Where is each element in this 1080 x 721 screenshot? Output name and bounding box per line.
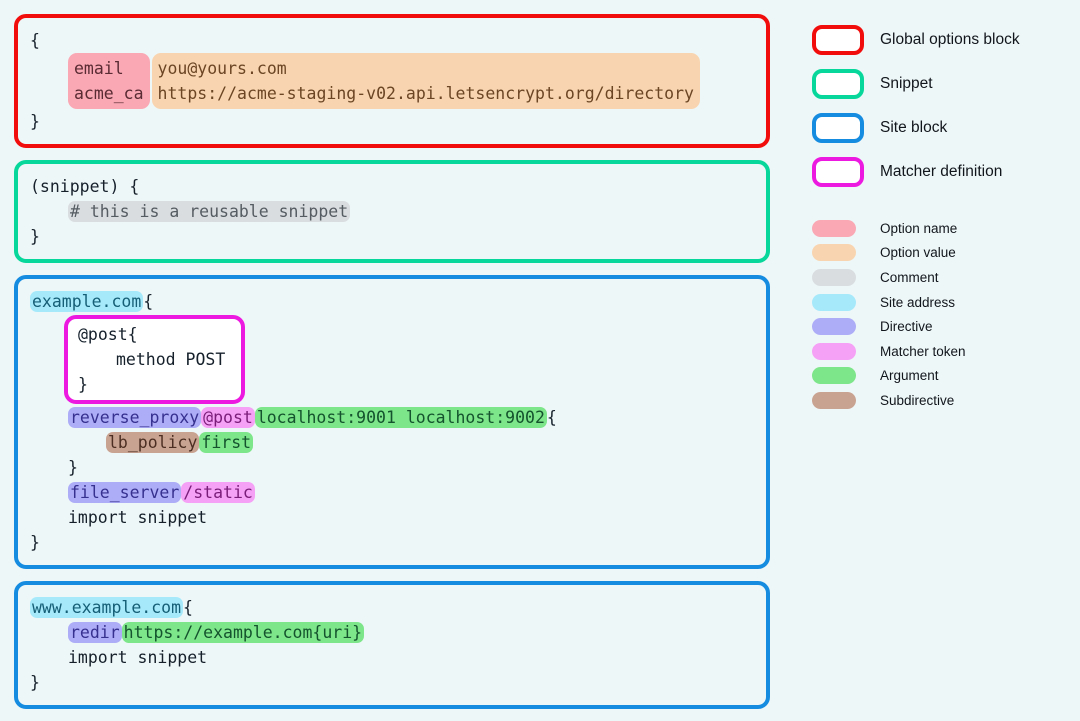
legend-color-label-directive: Directive xyxy=(880,319,933,335)
snippet-comment-line: # this is a reusable snippet xyxy=(30,199,754,224)
outline-swatch-site-icon xyxy=(812,113,864,143)
site-block-example-com: example.com{ @post{ method POST } revers… xyxy=(14,275,770,569)
outline-swatch-global-icon xyxy=(812,25,864,55)
matcher-def-name: @post xyxy=(78,325,128,344)
legend-outline-item-site: Site block xyxy=(812,106,1068,150)
legend-color-label-option-name: Option name xyxy=(880,220,958,236)
legend-color-label-option-value: Option value xyxy=(880,245,956,261)
site2-import-line: import snippet xyxy=(68,648,208,667)
legend-outline-label-global: Global options block xyxy=(880,31,1020,48)
option-name-acme-ca: acme_ca xyxy=(74,84,144,103)
reverse-proxy-close-brace: } xyxy=(68,458,78,477)
legend-panel: Global options block Snippet Site block … xyxy=(812,18,1068,413)
legend-color-item-comment: Comment xyxy=(812,265,1068,290)
directive-token-reverse-proxy: reverse_proxy xyxy=(68,407,202,428)
matcher-token-static: /static xyxy=(181,482,255,503)
caddyfile-structure-diagram: { email acme_ca you@yours.com https://ac… xyxy=(14,14,1068,709)
argument-token-upstreams: localhost:9001 localhost:9002 xyxy=(254,407,547,428)
snippet-header: (snippet) { xyxy=(30,177,140,196)
matcher-method-line: method POST xyxy=(116,350,226,369)
color-swatch-comment-icon xyxy=(812,268,856,286)
site1-import-line: import snippet xyxy=(68,508,208,527)
site1-header-line: example.com{ xyxy=(30,289,754,314)
color-swatch-subdirective-icon xyxy=(812,391,856,409)
global-close-brace: } xyxy=(30,112,40,131)
legend-color-label-matcher-token: Matcher token xyxy=(880,343,966,359)
legend-color-label-comment: Comment xyxy=(880,269,939,285)
legend-color-item-subdirective: Subdirective xyxy=(812,388,1068,413)
legend-color-item-directive: Directive xyxy=(812,314,1068,339)
subdirective-token-lb-policy: lb_policy xyxy=(106,432,200,453)
legend-color-item-option-value: Option value xyxy=(812,241,1068,266)
outline-swatch-snippet-icon xyxy=(812,69,864,99)
matcher-def-open-brace: { xyxy=(127,325,138,344)
code-column: { email acme_ca you@yours.com https://ac… xyxy=(14,14,770,721)
option-name-group: email acme_ca xyxy=(68,53,150,109)
option-value-email: you@yours.com xyxy=(157,59,287,78)
legend-color-item-argument: Argument xyxy=(812,364,1068,389)
snippet-block: (snippet) { # this is a reusable snippet… xyxy=(14,160,770,263)
site2-header-line: www.example.com{ xyxy=(30,595,754,620)
legend-color-item-site-address: Site address xyxy=(812,290,1068,315)
color-swatch-option-value-icon xyxy=(812,244,856,262)
argument-token-redir-target: https://example.com{uri} xyxy=(121,622,365,643)
legend-color-label-site-address: Site address xyxy=(880,294,956,310)
snippet-close-brace: } xyxy=(30,227,40,246)
matcher-header-line: @post{ xyxy=(78,322,225,347)
legend-outline-label-snippet: Snippet xyxy=(880,75,933,92)
legend-color-group: Option name Option value Comment Site ad… xyxy=(812,216,1068,413)
legend-outline-item-global: Global options block xyxy=(812,18,1068,62)
legend-outline-label-matcher: Matcher definition xyxy=(880,163,1003,180)
matcher-definition-box: @post{ method POST } xyxy=(64,315,246,404)
color-swatch-directive-icon xyxy=(812,318,856,336)
argument-token-first: first xyxy=(199,432,254,453)
color-swatch-site-address-icon xyxy=(812,293,856,311)
site1-close-brace: } xyxy=(30,533,40,552)
site2-close-brace: } xyxy=(30,673,40,692)
matcher-token-post: @post xyxy=(201,407,255,428)
site2-open-brace: { xyxy=(183,598,193,617)
legend-color-label-argument: Argument xyxy=(880,368,939,384)
legend-color-item-option-name: Option name xyxy=(812,216,1068,241)
legend-color-item-matcher-token: Matcher token xyxy=(812,339,1068,364)
directive-token-redir: redir xyxy=(68,622,122,643)
option-name-email: email xyxy=(74,59,124,78)
comment-token: # this is a reusable snippet xyxy=(68,201,351,222)
global-options-rows: email acme_ca you@yours.com https://acme… xyxy=(30,53,754,109)
outline-swatch-matcher-icon xyxy=(812,157,864,187)
legend-outline-item-matcher: Matcher definition xyxy=(812,150,1068,194)
site-address-token-www: www.example.com xyxy=(30,597,184,618)
option-value-acme-ca: https://acme-staging-v02.api.letsencrypt… xyxy=(157,84,694,103)
matcher-def-close-brace: } xyxy=(78,375,88,394)
color-swatch-matcher-token-icon xyxy=(812,342,856,360)
global-open-brace: { xyxy=(30,31,40,50)
legend-color-label-subdirective: Subdirective xyxy=(880,392,955,408)
global-options-block: { email acme_ca you@yours.com https://ac… xyxy=(14,14,770,148)
legend-outline-label-site: Site block xyxy=(880,119,948,136)
color-swatch-option-name-icon xyxy=(812,219,856,237)
reverse-proxy-open-brace: { xyxy=(546,408,557,427)
option-value-group: you@yours.com https://acme-staging-v02.a… xyxy=(151,53,700,109)
file-server-line: file_server/static xyxy=(30,480,754,505)
legend-outline-item-snippet: Snippet xyxy=(812,62,1068,106)
directive-token-file-server: file_server xyxy=(68,482,182,503)
site-address-token: example.com xyxy=(30,291,144,312)
color-swatch-argument-icon xyxy=(812,367,856,385)
site1-open-brace: { xyxy=(143,292,154,311)
